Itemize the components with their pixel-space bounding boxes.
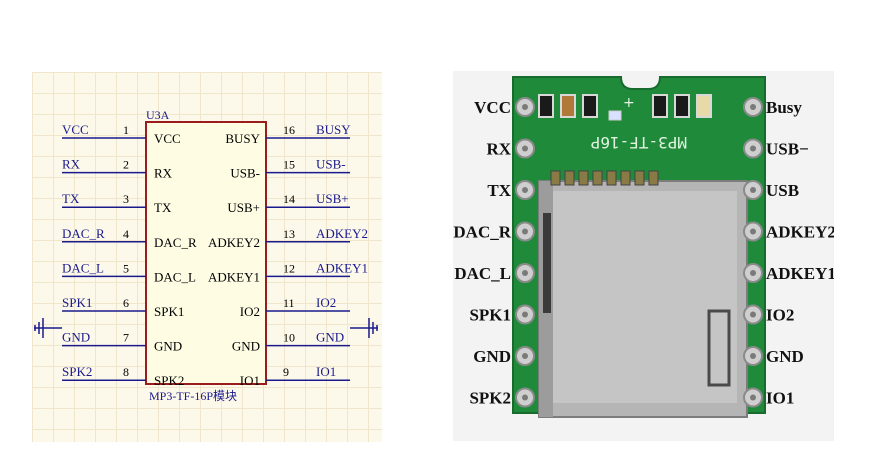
photo-pin-label-right: IO2 xyxy=(766,306,794,325)
svg-text:+: + xyxy=(623,95,635,111)
net-label: GND xyxy=(316,330,344,345)
silkscreen-text: MP3-TF-16P xyxy=(591,133,687,152)
pin-number: 4 xyxy=(123,227,129,241)
net-label: SPK1 xyxy=(62,295,92,310)
pin-name: RX xyxy=(154,166,173,181)
pin-name: SPK1 xyxy=(154,304,184,319)
smd-components: + xyxy=(538,94,712,121)
pin-name: USB+ xyxy=(227,200,260,215)
photo-pin-label-left: SPK1 xyxy=(469,306,511,325)
photo-pin-label-left: SPK2 xyxy=(469,389,511,408)
photo-pin-label-left: DAC_R xyxy=(453,223,511,242)
net-label: SPK2 xyxy=(62,364,92,379)
pin-number: 15 xyxy=(283,158,295,172)
pin-name: IO2 xyxy=(240,304,260,319)
pin-number: 5 xyxy=(123,261,129,275)
pin-name: IO1 xyxy=(240,373,260,388)
pin-name: ADKEY2 xyxy=(208,235,260,250)
photo-pin-label-right: ADKEY1 xyxy=(766,264,834,283)
net-label: ADKEY2 xyxy=(316,226,368,241)
photo-pin-label-right: Busy xyxy=(766,98,802,117)
photo-pin-label-right: USB− xyxy=(766,140,809,159)
pin-number: 12 xyxy=(283,261,295,275)
photo-pin-label-right: GND xyxy=(766,347,804,366)
sd-card-slot xyxy=(538,180,748,418)
pin-name: DAC_L xyxy=(154,269,196,284)
pin-number: 11 xyxy=(283,296,295,310)
pin-name: ADKEY1 xyxy=(208,269,260,284)
photo-pin-label-left: VCC xyxy=(474,98,511,117)
pin-number: 7 xyxy=(123,331,129,345)
pin-pads xyxy=(515,97,763,408)
net-label: BUSY xyxy=(316,122,351,137)
pin-number: 10 xyxy=(283,331,295,345)
net-label: RX xyxy=(62,157,81,172)
photo-pin-label-right: ADKEY2 xyxy=(766,223,834,242)
net-label: GND xyxy=(62,330,90,345)
pin-number: 8 xyxy=(123,365,129,379)
pin-name: VCC xyxy=(154,131,181,146)
pin-name: BUSY xyxy=(225,131,260,146)
pin-number: 2 xyxy=(123,158,129,172)
pin-number: 9 xyxy=(283,365,289,379)
component-designator: U3A xyxy=(146,108,170,122)
photo-pin-label-right: USB xyxy=(766,181,799,200)
pin-name: SPK2 xyxy=(154,373,184,388)
net-label: IO2 xyxy=(316,295,336,310)
pin-number: 14 xyxy=(283,192,295,206)
pin-number: 3 xyxy=(123,192,129,206)
net-label: DAC_R xyxy=(62,226,105,241)
component-name: MP3-TF-16P模块 xyxy=(149,389,237,403)
ground-symbol-right xyxy=(350,318,378,338)
pin-number: 1 xyxy=(123,123,129,137)
pin-name: GND xyxy=(154,339,182,354)
photo-pin-label-left: RX xyxy=(486,140,511,159)
component-body xyxy=(145,121,267,385)
pin-name: TX xyxy=(154,200,172,215)
net-label: DAC_L xyxy=(62,260,104,275)
pin-name: USB- xyxy=(230,166,260,181)
ground-symbol-left xyxy=(34,318,62,338)
pin-number: 13 xyxy=(283,227,295,241)
net-label: USB+ xyxy=(316,191,349,206)
right-pin-group: BUSY16BUSYUSB-15USB-USB+14USB+ADKEY213AD… xyxy=(208,122,368,388)
photo-pin-label-left: GND xyxy=(473,347,511,366)
pin-number: 16 xyxy=(283,123,295,137)
photo-pin-label-right: IO1 xyxy=(766,389,794,408)
sd-contact-strip xyxy=(550,170,659,186)
pin-number: 6 xyxy=(123,296,129,310)
net-label: VCC xyxy=(62,122,89,137)
photo-pin-label-left: TX xyxy=(487,181,511,200)
net-label: IO1 xyxy=(316,364,336,379)
photo-pin-label-left: DAC_L xyxy=(454,264,511,283)
net-label: ADKEY1 xyxy=(316,260,368,275)
pin-name: DAC_R xyxy=(154,235,197,250)
net-label: USB- xyxy=(316,157,346,172)
net-label: TX xyxy=(62,191,80,206)
pin-name: GND xyxy=(232,339,260,354)
